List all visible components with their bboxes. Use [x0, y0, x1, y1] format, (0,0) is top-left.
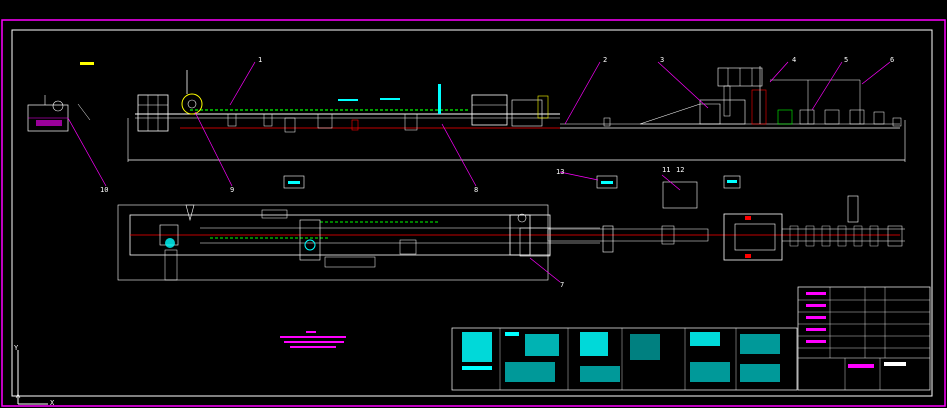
callout-11: 11: [662, 166, 670, 174]
callout-13: 13: [556, 168, 564, 176]
callout-labels: 1 2 3 4 5 6 7 8 9 10 11 12 13: [100, 56, 894, 289]
callouts: [67, 61, 891, 283]
plan-view: [117, 195, 905, 281]
note-box-13: [596, 175, 618, 189]
note-box-a: [283, 175, 305, 189]
ucs-y-label: Y: [14, 344, 19, 352]
title-block: [797, 286, 931, 391]
technical-notes: [280, 331, 346, 348]
side-elevation-view: [127, 66, 906, 162]
callout-4: 4: [792, 56, 796, 64]
ucs-axis-icon: Y X: [14, 344, 55, 407]
callout-6: 6: [890, 56, 894, 64]
outer-frame: [1, 19, 946, 407]
callout-7: 7: [560, 281, 564, 289]
spec-table: [451, 327, 798, 391]
callout-12: 12: [676, 166, 684, 174]
callout-8: 8: [474, 186, 478, 194]
ucs-x-label: X: [50, 399, 55, 407]
callout-2: 2: [603, 56, 607, 64]
callout-3: 3: [660, 56, 664, 64]
callout-5: 5: [844, 56, 848, 64]
note-box-b: [723, 175, 741, 189]
left-detail-view: [27, 62, 94, 132]
callout-9: 9: [230, 186, 234, 194]
note-box-12: [662, 181, 698, 209]
inner-border: [11, 29, 933, 397]
callout-10: 10: [100, 186, 108, 194]
callout-1: 1: [258, 56, 262, 64]
